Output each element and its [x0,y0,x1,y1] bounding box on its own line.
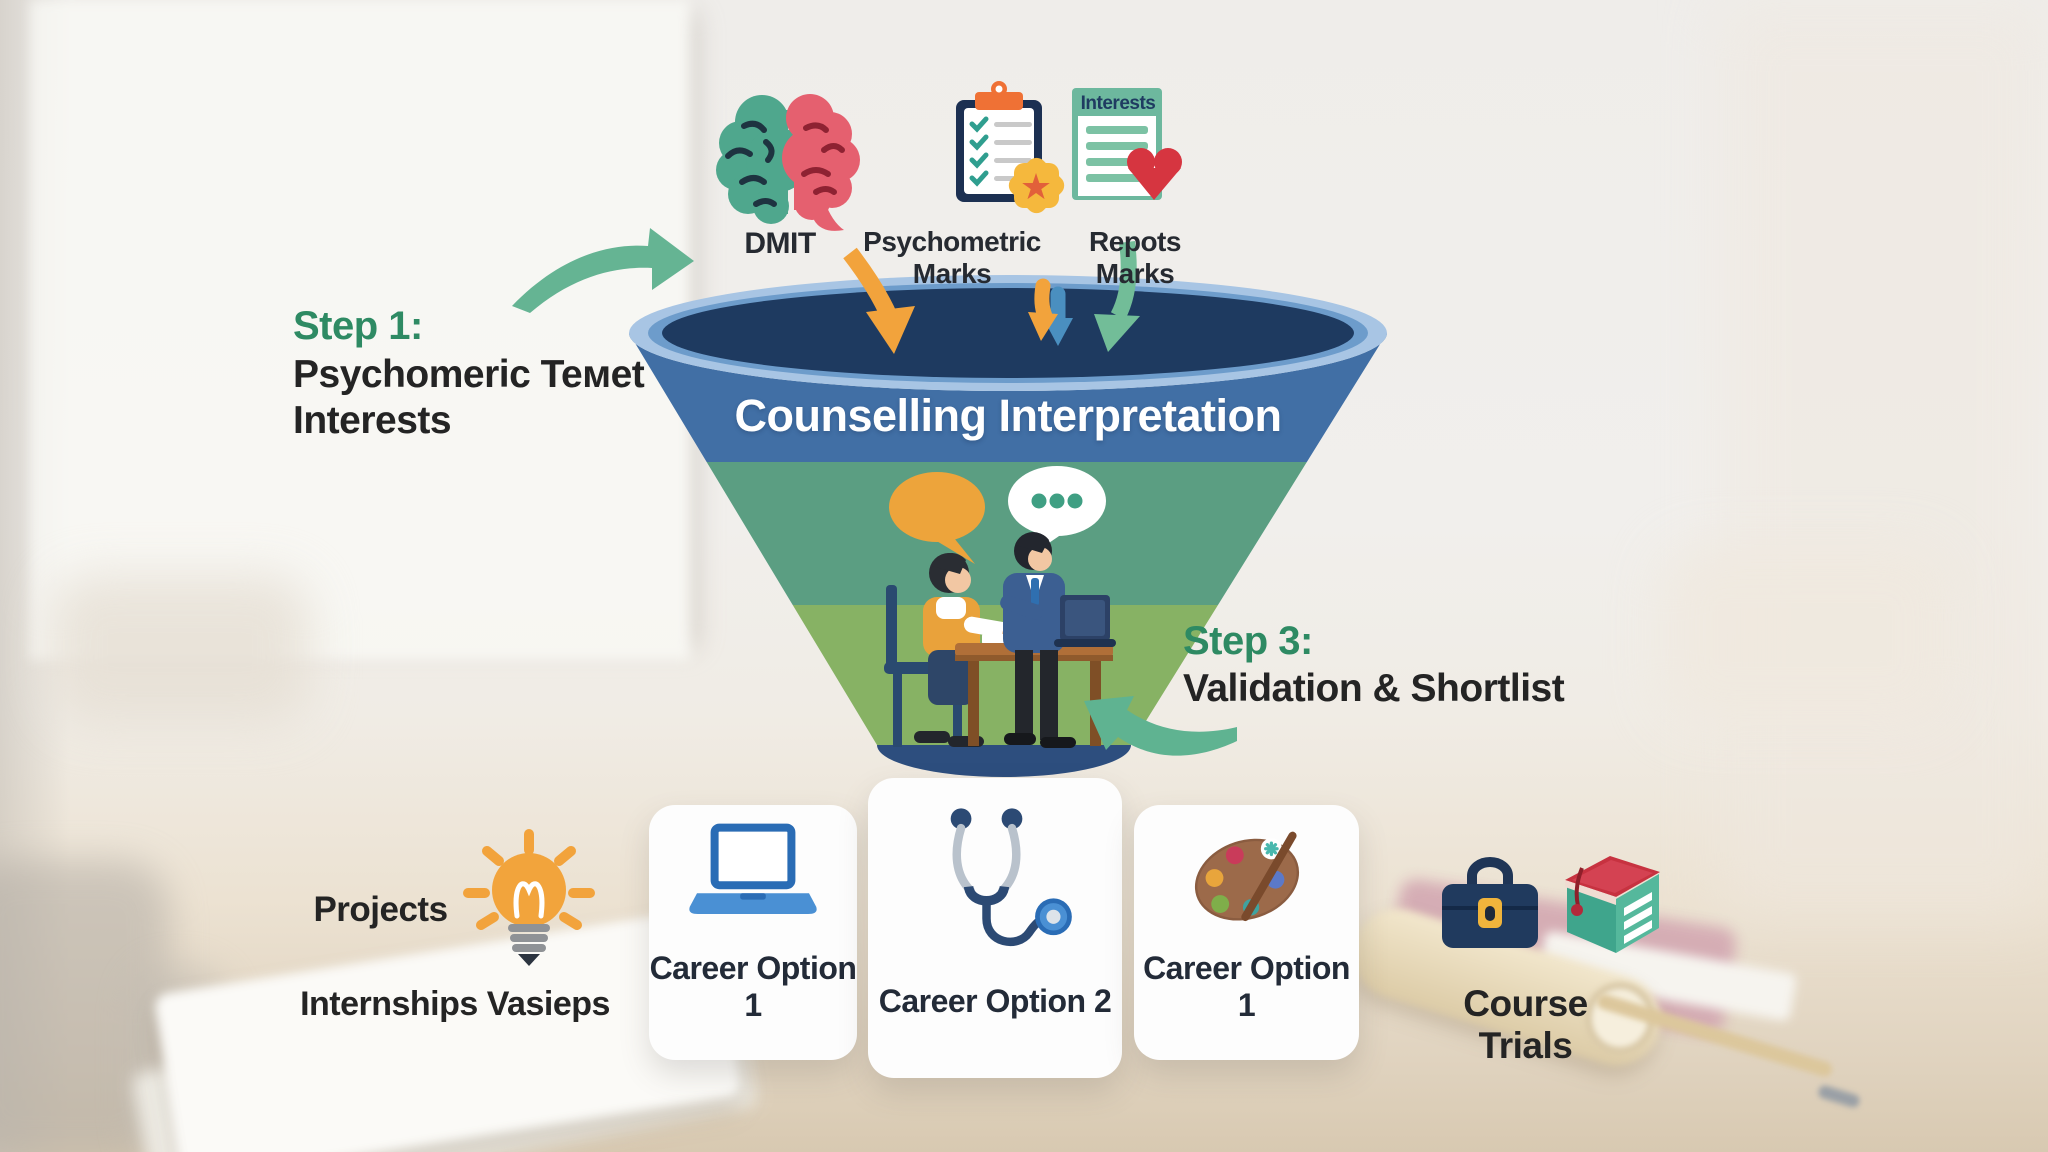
funnel-band-teal [629,462,1387,605]
step3-line1: Validation & Shortlist [1183,667,1565,710]
career-option-card-2: Career Option 2 [868,778,1122,1078]
brain-icon [716,94,860,231]
psychometric-label-line2: Marks [912,258,992,289]
career-option-card-3: Career Option 1 [1134,805,1359,1060]
career-option-3-label: Career Option 1 [1143,950,1350,1023]
interests-doc-header: Interests [1080,93,1156,114]
counsellor-illustration [1000,532,1076,748]
psychometric-label: Psychometric Marks [852,226,1052,290]
speech-bubble-orange [889,472,985,564]
internships-label: Internships Vasieps [300,985,610,1023]
career-option-card-1: Career Option 1 [649,805,857,1060]
clipboard-checklist-icon: ★ [956,81,1065,214]
heart-icon [1127,148,1182,200]
reports-label-line2: Marks [1095,258,1175,289]
paint-palette-icon [1134,805,1359,950]
background-right-tint [1720,0,2048,920]
step1-line2: Interests [293,399,452,442]
projects-label: Projects [313,890,448,929]
stethoscope-icon [868,778,1122,983]
reports-label: Repots Marks [1045,226,1225,290]
course-trials-label: Course Trials [1463,983,1588,1066]
background-blurred-chair-leg [130,965,230,1152]
briefcase-icon [1442,857,1538,948]
funnel-rim [629,275,1387,391]
background-blurred-chair [0,860,170,1152]
step1-heading: Step 1: [293,304,423,348]
career-option-2-label: Career Option 2 [878,983,1112,1019]
funnel [629,275,1387,777]
funnel-rim-inner-ring [648,283,1368,383]
laptop-icon [649,805,857,950]
center-arrow-icon [1028,278,1073,346]
lightbulb-icon [463,829,595,966]
step1-line1: Psychomeric Teмet [293,353,645,396]
reports-label-line1: Repots [1089,226,1181,257]
background-blurred-table-left [50,575,310,725]
svg-text:★: ★ [1020,167,1052,208]
funnel-title: Counselling Interpretation [734,390,1282,441]
background-left-shadow [0,0,70,1152]
desk-illustration [955,634,1113,746]
background-pencil-tip [1817,1084,1861,1109]
background-blurred-table-right [1660,545,1950,725]
career-option-1-label: Career Option 1 [649,950,857,1023]
step1-arrow-icon [512,228,694,313]
psychometric-label-line1: Psychometric [863,226,1041,257]
dmit-label: DMIT [744,227,816,260]
funnel-mouth [662,288,1354,378]
star-badge-icon: ★ [1008,157,1065,214]
speech-bubble-dots [1008,466,1106,558]
laptop-on-desk-illustration [1054,595,1116,647]
graduation-cap-cube-icon [1565,856,1660,953]
step3-heading: Step 3: [1183,619,1313,663]
student-illustration [884,552,1022,747]
